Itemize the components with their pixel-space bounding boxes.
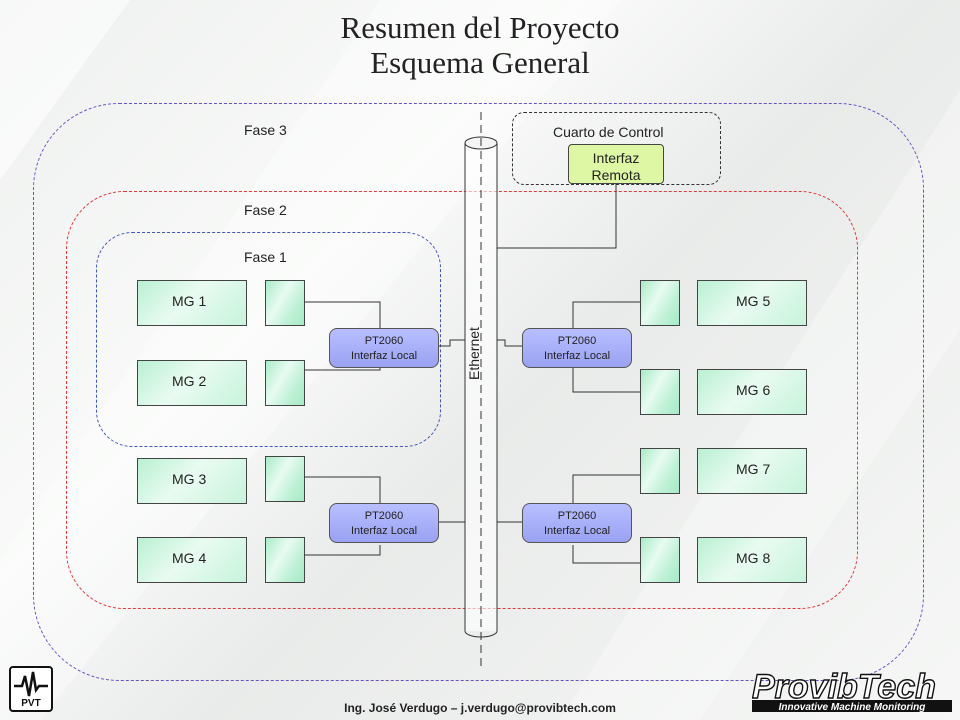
transducer-mg8 — [640, 537, 680, 583]
remote-interface-line2: Remota — [591, 167, 641, 183]
transducer-mg1 — [265, 280, 305, 326]
machine-mg6: MG 6 — [697, 369, 807, 415]
local-interface-label: Interfaz Local — [543, 350, 611, 362]
page-title: Resumen del Proyecto — [340, 10, 620, 45]
machine-mg7: MG 7 — [697, 448, 807, 494]
machine-mg3: MG 3 — [137, 458, 247, 504]
fase2-zone — [66, 191, 858, 609]
ethernet-label: Ethernet — [466, 327, 482, 380]
provibtech-tagline: Innovative Machine Monitoring — [779, 702, 926, 713]
fase3-zone — [33, 103, 924, 681]
local-interface-model: PT2060 — [557, 510, 597, 522]
control-room-label: Cuarto de Control — [553, 124, 664, 140]
local-interface-label: Interfaz Local — [350, 350, 418, 362]
machine-mg2: MG 2 — [137, 360, 247, 406]
machine-mg1: MG 1 — [137, 280, 247, 326]
fase3-label: Fase 3 — [244, 122, 287, 138]
machine-mg8: MG 8 — [697, 537, 807, 583]
fase1-label: Fase 1 — [244, 249, 287, 265]
machine-mg4: MG 4 — [137, 537, 247, 583]
local-interface-model: PT2060 — [557, 335, 597, 347]
remote-interface-line1: Interfaz — [592, 150, 640, 166]
transducer-mg4 — [265, 537, 305, 583]
local-interface-3: PT2060 Interfaz Local — [329, 503, 439, 543]
transducer-mg2 — [265, 360, 305, 406]
local-interface-label: Interfaz Local — [350, 525, 418, 537]
local-interface-1: PT2060 Interfaz Local — [329, 328, 439, 368]
machine-mg5: MG 5 — [697, 280, 807, 326]
fase1-zone — [96, 232, 441, 447]
local-interface-model: PT2060 — [364, 510, 404, 522]
provibtech-logo-icon: ProvibTech Innovative Machine Monitoring — [751, 667, 952, 719]
pvt-logo-text: PVT — [21, 698, 40, 709]
fase2-label: Fase 2 — [244, 202, 287, 218]
remote-interface-box: Interfaz Remota — [568, 144, 664, 184]
local-interface-model: PT2060 — [364, 335, 404, 347]
page-subtitle: Esquema General — [370, 45, 590, 80]
local-interface-label: Interfaz Local — [543, 525, 611, 537]
local-interface-4: PT2060 Interfaz Local — [522, 503, 632, 543]
local-interface-2: PT2060 Interfaz Local — [522, 328, 632, 368]
transducer-mg6 — [640, 369, 680, 415]
pvt-logo-icon: PVT — [9, 666, 53, 712]
ethernet-cylinder — [464, 112, 498, 670]
transducer-mg7 — [640, 448, 680, 494]
footer-credit: Ing. José Verdugo – j.verdugo@provibtech… — [344, 701, 616, 715]
transducer-mg5 — [640, 280, 680, 326]
transducer-mg3 — [265, 456, 305, 502]
